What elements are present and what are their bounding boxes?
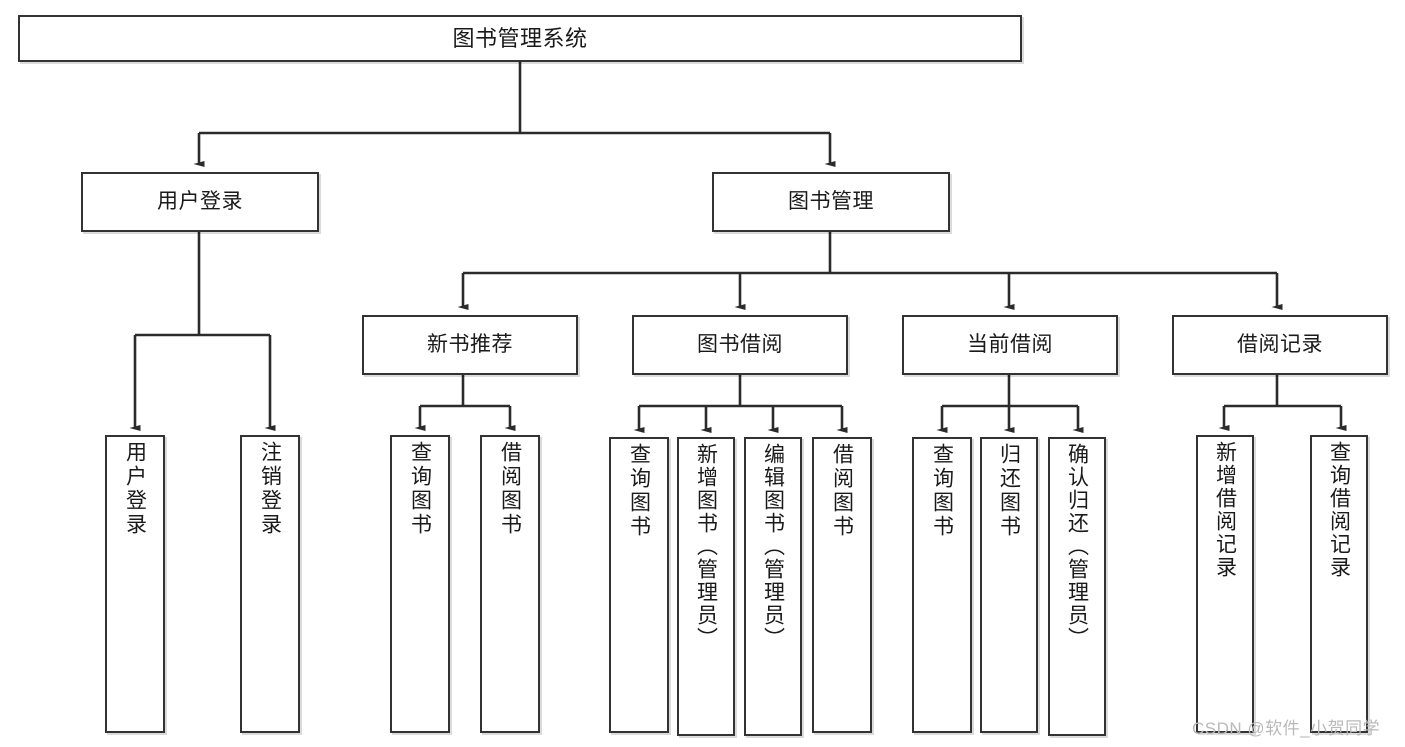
node-book-manage[interactable]: 图书管理: [712, 172, 950, 232]
node-leaf-query-record[interactable]: 查询借阅记录: [1310, 435, 1368, 733]
node-leaf-user-login[interactable]: 用户登录: [105, 435, 165, 733]
node-label: 新书推荐: [427, 332, 513, 356]
node-borrow-record[interactable]: 借阅记录: [1172, 315, 1388, 375]
node-book-borrow[interactable]: 图书借阅: [632, 315, 848, 375]
node-label: 用户登录: [123, 441, 147, 537]
node-leaf-query-book-3[interactable]: 查询图书: [912, 437, 972, 733]
node-new-book-recommend[interactable]: 新书推荐: [362, 315, 578, 375]
node-label: 借阅记录: [1237, 332, 1323, 356]
node-label: 新增借阅记录: [1213, 441, 1237, 579]
node-root-system[interactable]: 图书管理系统: [18, 15, 1022, 62]
node-label: 图书管理系统: [452, 25, 588, 51]
node-leaf-edit-book[interactable]: 编辑图书（管理员）: [744, 437, 802, 736]
csdn-watermark: CSDN @软件_小贺同学: [1192, 719, 1381, 738]
node-label: 注销登录: [258, 441, 282, 537]
node-label: 查询图书: [408, 441, 432, 537]
node-leaf-query-book-1[interactable]: 查询图书: [390, 435, 450, 733]
node-label: 查询图书: [627, 443, 651, 539]
node-label: 确认归还（管理员）: [1065, 443, 1089, 650]
node-label: 借阅图书: [498, 441, 522, 537]
node-label: 用户登录: [157, 189, 243, 213]
node-label: 图书管理: [788, 189, 874, 213]
node-label: 新增图书（管理员）: [694, 443, 718, 650]
node-label: 当前借阅: [967, 332, 1053, 356]
node-leaf-confirm-return[interactable]: 确认归还（管理员）: [1048, 437, 1106, 736]
node-label: 编辑图书（管理员）: [761, 443, 785, 650]
node-leaf-borrow-book-2[interactable]: 借阅图书: [812, 437, 872, 733]
node-leaf-query-book-2[interactable]: 查询图书: [609, 437, 669, 733]
node-leaf-add-book[interactable]: 新增图书（管理员）: [677, 437, 735, 736]
node-label: 查询借阅记录: [1327, 441, 1351, 579]
node-label: 归还图书: [997, 443, 1021, 539]
node-leaf-return-book[interactable]: 归还图书: [980, 437, 1038, 733]
node-leaf-add-record[interactable]: 新增借阅记录: [1196, 435, 1254, 733]
node-label: 图书借阅: [697, 332, 783, 356]
node-label: 查询图书: [930, 443, 954, 539]
node-user-login[interactable]: 用户登录: [81, 172, 319, 232]
node-label: 借阅图书: [830, 443, 854, 539]
node-leaf-borrow-book-1[interactable]: 借阅图书: [480, 435, 540, 733]
node-current-borrow[interactable]: 当前借阅: [902, 315, 1118, 375]
node-leaf-logout-login[interactable]: 注销登录: [240, 435, 300, 733]
